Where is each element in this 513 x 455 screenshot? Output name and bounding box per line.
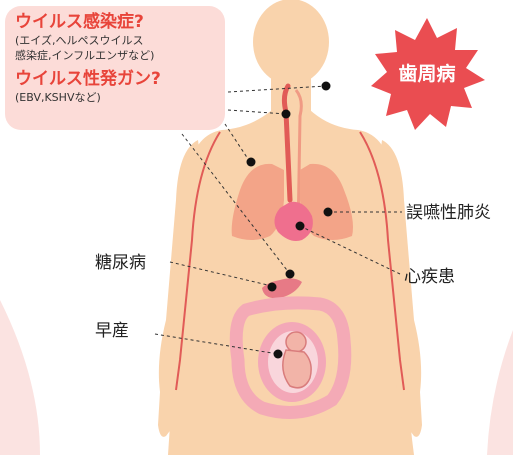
virus-infection-examples-line2: 感染症,インフルエンザなど) — [15, 49, 155, 62]
virus-infection-examples-line1: (エイズ,ヘルペスウイルス — [15, 34, 144, 47]
lung-right — [300, 163, 353, 240]
corner-decoration-left — [0, 300, 40, 455]
heart-organ — [274, 201, 313, 241]
diabetes-label: 糖尿病 — [95, 253, 146, 273]
lung-left — [231, 163, 284, 240]
fetus — [282, 331, 312, 389]
vessel-right-arm — [359, 131, 405, 391]
viral-carcinogenesis-title: ウイルス性発ガン? — [15, 69, 161, 89]
corner-decoration-right — [487, 330, 513, 455]
virus-infection-title: ウイルス感染症? — [15, 12, 144, 32]
viral-carcinogenesis-examples: (EBV,KSHVなど) — [15, 91, 101, 104]
colon — [229, 296, 352, 419]
aspiration-pneumonia-label: 誤嚥性肺炎 — [406, 203, 491, 223]
leader-lines — [154, 85, 402, 355]
marker-dots — [246, 81, 333, 359]
heart-disease-label: 心疾患 — [404, 267, 455, 287]
virus-info-box: ウイルス感染症? (エイズ,ヘルペスウイルス 感染症,インフルエンザなど) ウイ… — [5, 6, 225, 130]
esophagus — [294, 89, 303, 237]
preterm-birth-label: 早産 — [95, 321, 129, 341]
starburst-badge — [371, 18, 485, 130]
periodontal-disease-label: 歯周病 — [398, 63, 456, 85]
vessel-left-arm — [175, 131, 221, 391]
